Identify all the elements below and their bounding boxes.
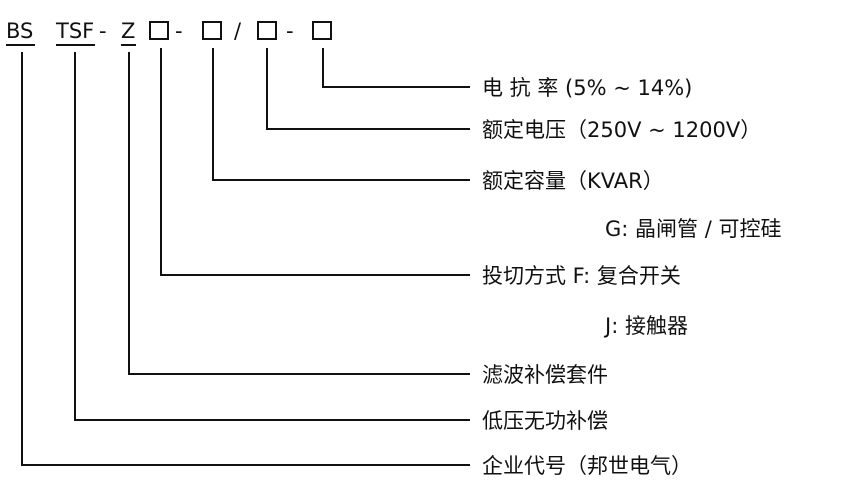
- reactance-box: [312, 21, 332, 40]
- low-voltage-label: 低压无功补偿: [482, 409, 608, 433]
- filter-kit-label: 滤波补偿套件: [482, 363, 608, 387]
- low-voltage-leader: [74, 52, 470, 421]
- rated-voltage-label: 额定电压（250V ~ 1200V）: [482, 118, 761, 142]
- dash-2: -: [175, 19, 183, 43]
- filter-kit-leader: [128, 52, 470, 375]
- brand-code: BS: [6, 19, 33, 43]
- company-label: 企业代号（邦世电气）: [482, 454, 692, 478]
- switch-option-j-label: J: 接触器: [603, 314, 688, 338]
- switching-mode-label: 投切方式 F: 复合开关: [482, 264, 681, 288]
- switching-mode-leader: [160, 48, 470, 276]
- series-code: TSF: [55, 19, 94, 43]
- type-code: Z: [121, 19, 135, 43]
- rated-capacity-label: 额定容量（KVAR）: [482, 169, 664, 193]
- voltage-leader: [266, 48, 470, 130]
- slash: /: [234, 19, 242, 43]
- dash-3: -: [286, 19, 294, 43]
- dash-1: -: [99, 19, 107, 43]
- voltage-box: [257, 21, 277, 40]
- capacity-box: [202, 21, 222, 40]
- switching-mode-box: [149, 21, 169, 40]
- company-leader: [21, 52, 470, 466]
- reactance-label: 电 抗 率 (5% ~ 14%): [482, 76, 692, 100]
- switch-option-g-label: G: 晶闸管 / 可控硅: [605, 217, 781, 241]
- reactance-leader: [322, 48, 470, 88]
- capacity-leader: [212, 48, 470, 181]
